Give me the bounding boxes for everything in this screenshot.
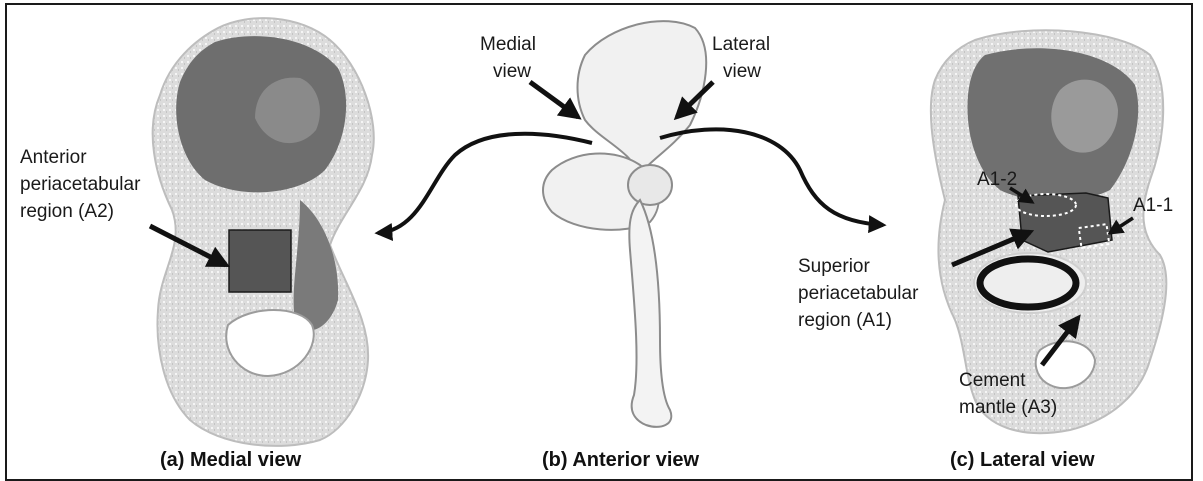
caption-lateral-view: (c) Lateral view — [950, 449, 1095, 471]
caption-anterior-view: (b) Anterior view — [542, 449, 699, 471]
a2-label: Anterior periacetabular region (A2) — [20, 147, 146, 222]
lateral-view-curve-arrow — [660, 129, 883, 225]
cement-mantle-a3 — [974, 253, 1086, 313]
medial-view-arrow — [530, 82, 578, 117]
a1-1-label: A1-1 — [1133, 195, 1173, 216]
medial-view-label: Medial view — [480, 34, 541, 82]
anterior-periacetabular-region-a2 — [229, 230, 291, 292]
a1-label: Superior periacetabular region (A1) — [798, 256, 924, 331]
superior-periacetabular-region-a1 — [1018, 193, 1112, 252]
lateral-view-label: Lateral view — [712, 34, 775, 82]
caption-medial-view: (a) Medial view — [160, 449, 302, 471]
anterior-hip-femur-illustration — [543, 21, 706, 427]
